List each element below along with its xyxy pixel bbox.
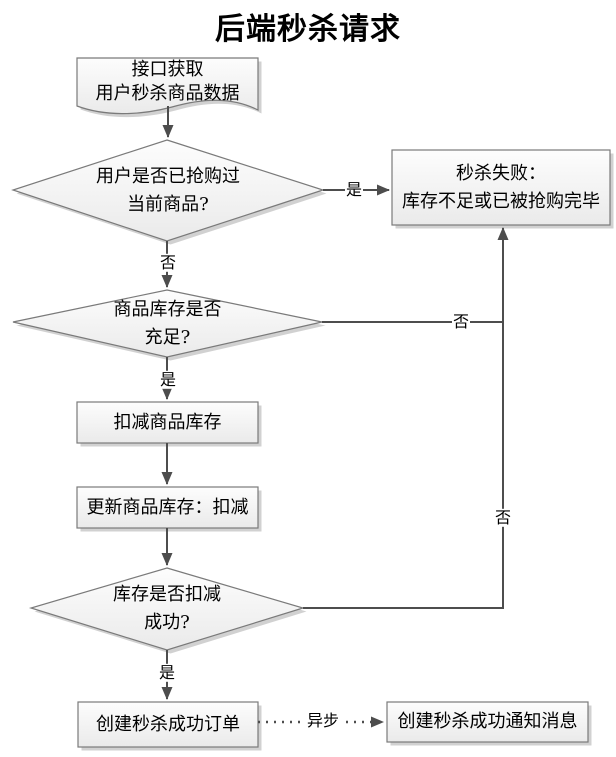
seckill-fail-shape xyxy=(391,149,611,226)
start-document-shape xyxy=(76,57,259,115)
update-stock-shape xyxy=(76,486,259,529)
page-title: 后端秒杀请求 xyxy=(215,12,401,47)
decision-check-stock-shape xyxy=(12,289,323,358)
create-notify-shape xyxy=(386,701,589,743)
edge-label-deduct-yes: 是 xyxy=(157,662,177,683)
create-order-shape xyxy=(77,701,259,748)
edge-label-async: 异步 xyxy=(305,710,341,731)
edge-label-stock-no: 否 xyxy=(451,311,471,332)
edge-label-purchased-yes: 是 xyxy=(344,179,364,200)
edge-label-purchased-no: 否 xyxy=(158,252,178,273)
edge-label-deduct-no: 否 xyxy=(493,507,513,528)
edge-deduct-no-to-fail xyxy=(303,227,509,609)
deduct-stock-shape xyxy=(76,401,259,444)
decision-check-user-purchased-shape xyxy=(11,139,325,242)
edge-label-stock-yes: 是 xyxy=(158,369,178,390)
decision-check-deduct-shape xyxy=(28,567,306,651)
